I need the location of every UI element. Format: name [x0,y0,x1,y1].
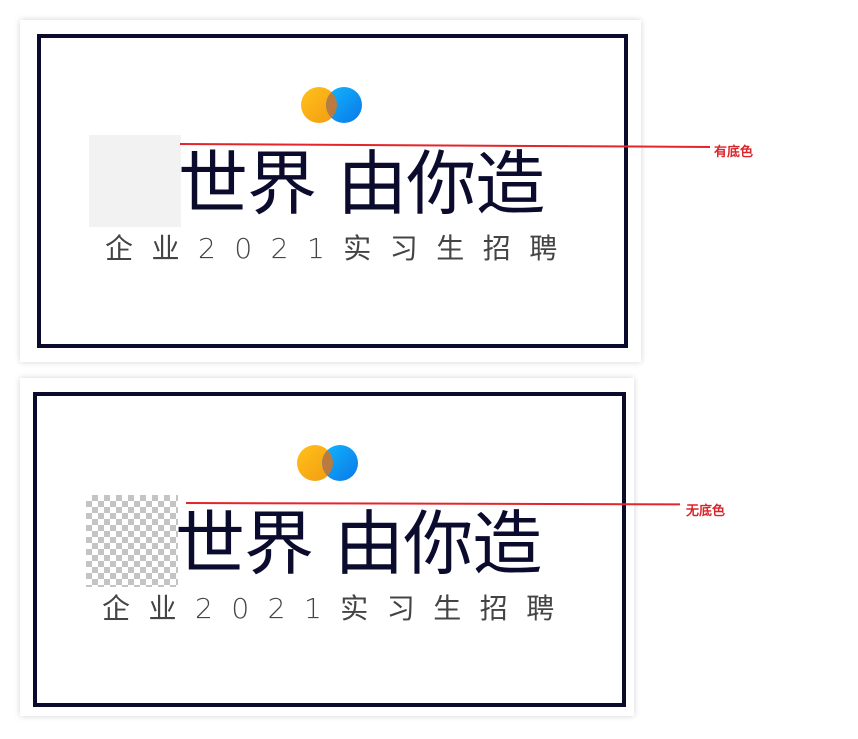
overlapping-circles-logo-icon [297,445,358,481]
annotation-without-background: 无底色 [686,504,726,519]
poster-frame [33,392,626,707]
background-swatch-transparent [86,495,178,587]
annotation-with-background: 有底色 [714,145,754,160]
poster-card-without-background: 世界 由你造 企业2021实习生招聘 [20,378,634,716]
poster-subline: 企业2021实习生招聘 [102,592,573,625]
background-swatch-solid [89,135,181,227]
overlapping-circles-logo-icon [301,87,362,123]
poster-frame [37,34,628,348]
poster-subline: 企业2021实习生招聘 [105,232,576,265]
poster-card-with-background: 世界 由你造 企业2021实习生招聘 [20,20,641,362]
poster-headline: 世界 由你造 [175,503,542,585]
poster-headline: 世界 由你造 [178,143,545,225]
